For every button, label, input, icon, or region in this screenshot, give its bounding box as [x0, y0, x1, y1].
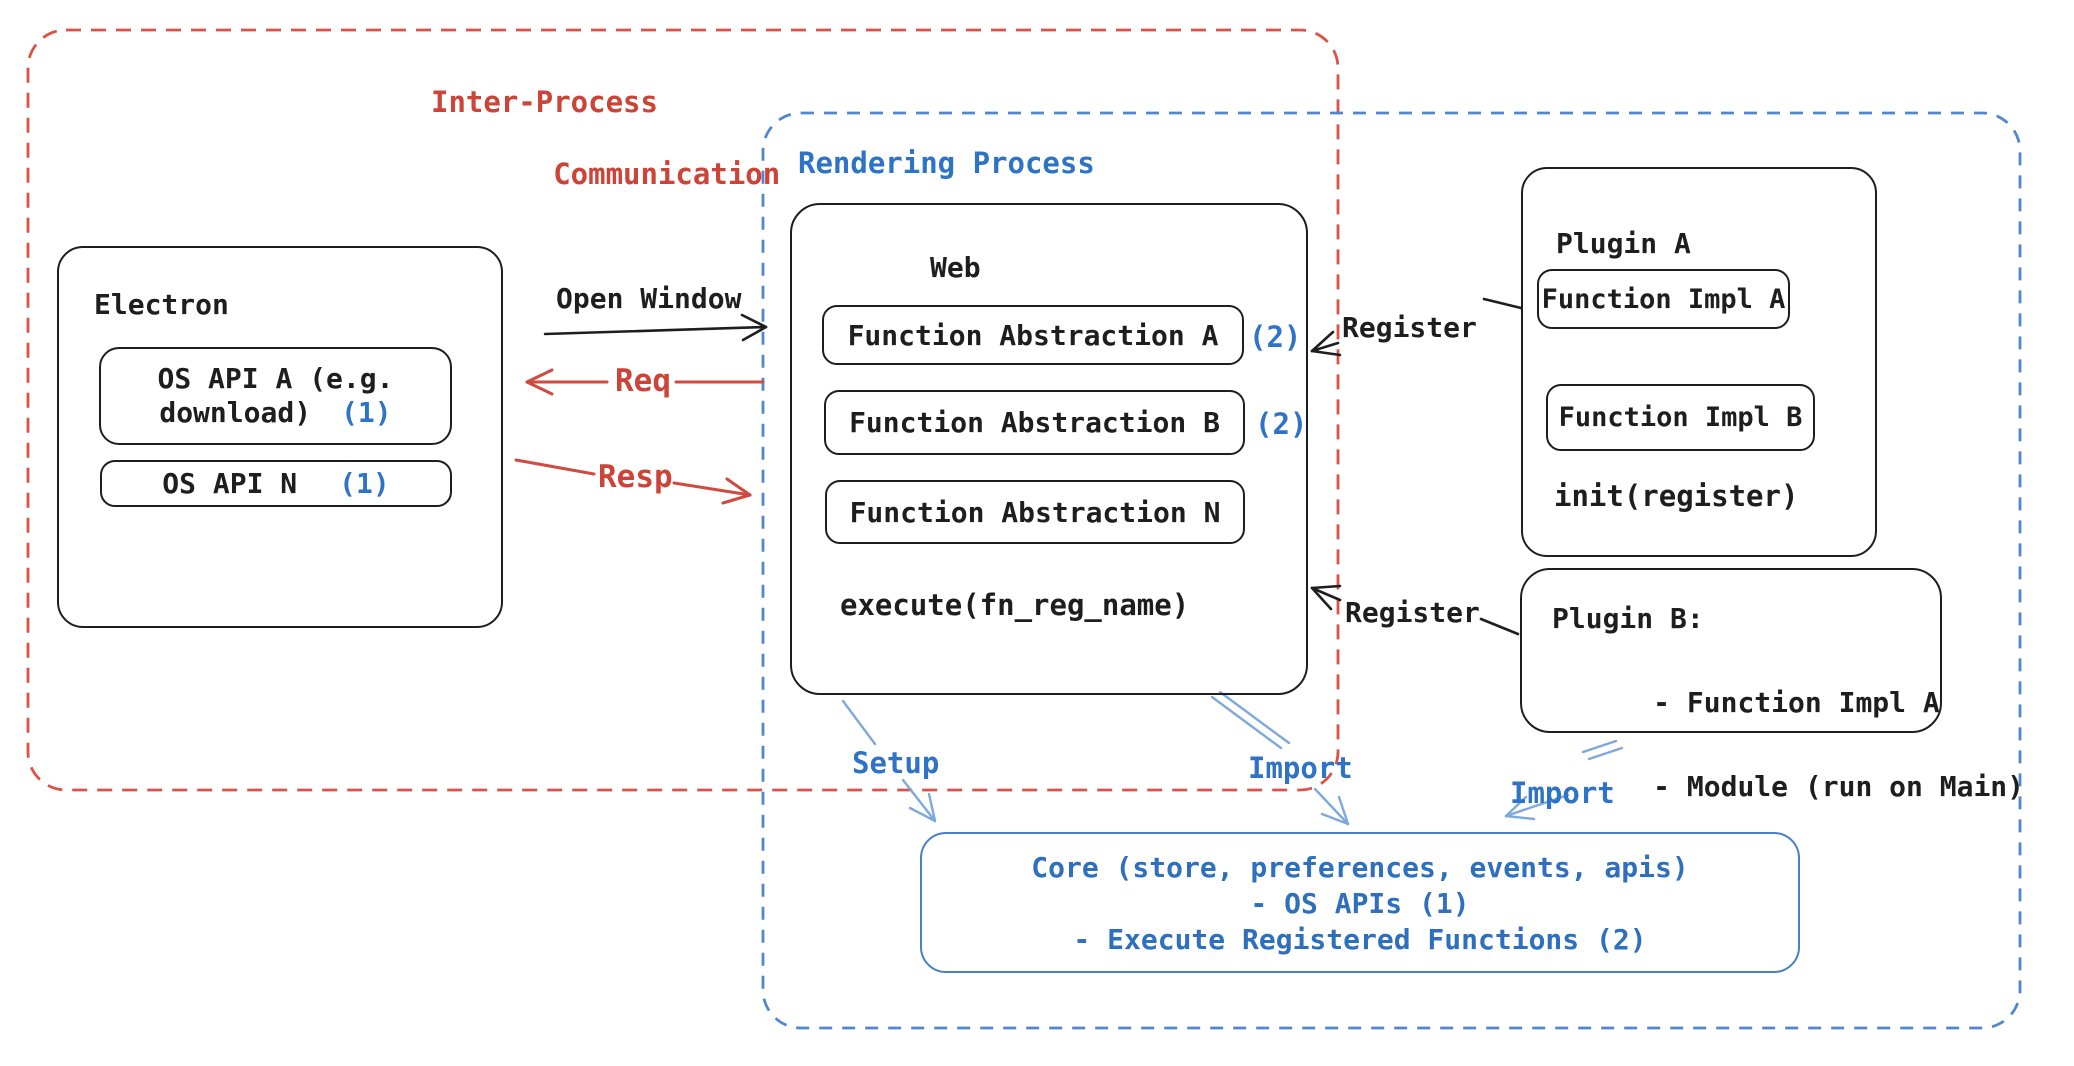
open-window-label: Open Window — [556, 282, 742, 315]
core-line-title: Core (store, preferences, events, apis) — [1031, 851, 1689, 884]
ipc-region-title: Inter-Process Communication — [431, 84, 780, 192]
rendering-region-title: Rendering Process — [798, 146, 1095, 180]
register-a-label: Register — [1342, 311, 1477, 344]
req-label: Req — [615, 363, 671, 399]
init-register-label: init(register) — [1554, 479, 1799, 513]
setup-label: Setup — [852, 746, 940, 780]
os-api-n-badge: (1) — [339, 467, 390, 500]
import-plugin-label: Import — [1510, 776, 1615, 810]
os-api-a-badge: (1) — [341, 396, 392, 429]
plugin-b-title: Plugin B: — [1552, 602, 1704, 635]
plugin-a-box: Plugin A Function Impl A Function Impl B… — [1521, 167, 1877, 557]
register-b-label: Register — [1345, 596, 1480, 629]
function-abstraction-b-label: Function Abstraction B — [849, 406, 1220, 439]
plugin-b-item-function-impl: - Function Impl A — [1653, 686, 1940, 719]
os-api-a-box: OS API A (e.g. download) (1) — [99, 347, 452, 445]
electron-title: Electron — [94, 288, 229, 321]
plugin-a-title: Plugin A — [1556, 227, 1691, 260]
plugin-b-box: Plugin B: - Function Impl A - Module (ru… — [1520, 568, 2024, 803]
web-title: Web — [930, 251, 981, 284]
electron-box: Electron OS API A (e.g. download) (1) OS … — [57, 246, 503, 628]
ipc-title-line2: Communication — [553, 157, 781, 191]
os-api-n-label: OS API N — [162, 467, 298, 500]
import-web-label: Import — [1248, 751, 1353, 785]
function-abstraction-n-label: Function Abstraction N — [849, 495, 1221, 529]
web-box: Web Function Abstraction A Function Abst… — [790, 203, 1308, 695]
function-abstraction-b-box: Function Abstraction B — [824, 390, 1245, 455]
resp-label: Resp — [598, 459, 673, 495]
core-box: Core (store, preferences, events, apis) … — [920, 832, 1800, 973]
os-api-a-line1: OS API A (e.g. — [157, 362, 394, 395]
core-line-os-apis: - OS APIs (1) — [1250, 887, 1470, 920]
core-line-execute: - Execute Registered Functions (2) — [1073, 923, 1647, 956]
function-abstraction-n-box: Function Abstraction N — [825, 480, 1245, 544]
open-window-arrow — [543, 313, 768, 342]
ipc-title-line1: Inter-Process — [431, 85, 658, 119]
function-impl-b-label: Function Impl B — [1558, 402, 1803, 433]
os-api-a-label: OS API A (e.g. download) (1) — [101, 362, 450, 430]
execute-label: execute(fn_reg_name) — [840, 588, 1190, 622]
function-abstraction-b-badge: (2) — [1255, 407, 1308, 441]
plugin-b-content: Plugin B: - Function Impl A - Module (ru… — [1552, 598, 2024, 808]
function-impl-a-label: Function Impl A — [1541, 283, 1786, 315]
function-abstraction-a-badge: (2) — [1249, 320, 1302, 354]
function-abstraction-a-label: Function Abstraction A — [847, 318, 1219, 352]
os-api-n-box: OS API N (1) — [100, 460, 452, 507]
function-impl-a-box: Function Impl A — [1537, 269, 1790, 329]
function-abstraction-a-box: Function Abstraction A — [822, 305, 1244, 365]
function-impl-b-box: Function Impl B — [1546, 384, 1815, 451]
os-api-a-line2: download) — [159, 396, 312, 429]
plugin-b-item-module: - Module (run on Main) — [1653, 770, 2025, 803]
